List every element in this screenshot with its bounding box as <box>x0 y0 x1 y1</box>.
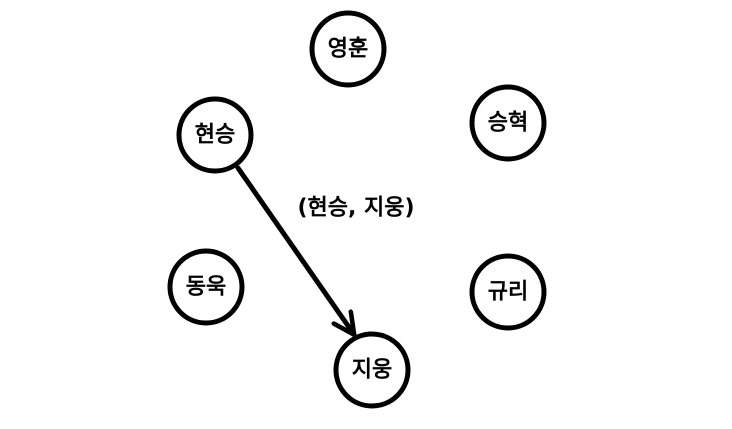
node-circle-top <box>309 10 387 88</box>
node-label-bottom: 지웅 <box>352 358 392 383</box>
node-circle-bottom-right <box>469 253 547 331</box>
node-circle-bottom-left <box>167 248 245 326</box>
node-bottom-left: 동욱 <box>167 248 245 326</box>
node-top-right: 승혁 <box>469 84 547 162</box>
node-label-top-left: 현승 <box>195 123 235 148</box>
node-label-bottom-right: 규리 <box>488 280 528 305</box>
node-circle-top-left <box>176 96 254 174</box>
edge-arrow-line <box>235 165 353 333</box>
node-label-bottom-left: 동욱 <box>186 275 226 300</box>
node-circle-bottom <box>333 331 411 409</box>
node-label-top: 영훈 <box>328 37 368 62</box>
node-bottom-right: 규리 <box>469 253 547 331</box>
node-bottom: 지웅 <box>333 331 411 409</box>
node-circle-top-right <box>469 84 547 162</box>
node-top: 영훈 <box>309 10 387 88</box>
node-top-left: 현승 <box>176 96 254 174</box>
node-label-top-right: 승혁 <box>488 110 528 136</box>
edge-label: (현승, 지웅) <box>297 196 414 221</box>
edge-hyeonseung-to-jiwoong: (현승, 지웅) <box>235 165 415 333</box>
